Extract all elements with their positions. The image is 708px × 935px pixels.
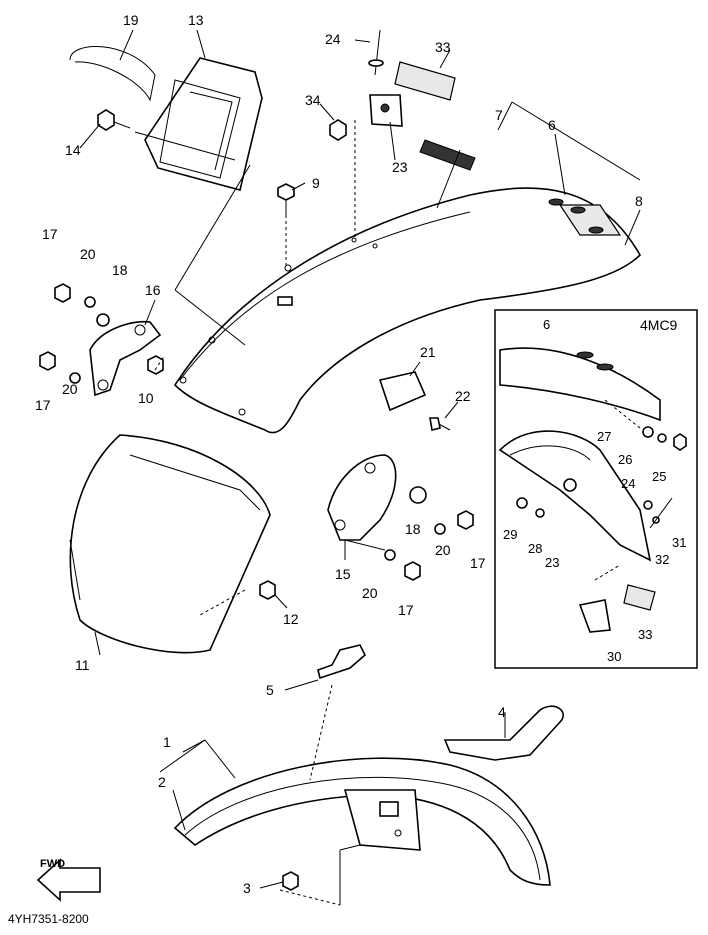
inset-callout-27: 27 bbox=[597, 429, 612, 444]
stay-4 bbox=[443, 705, 564, 761]
callout-9: 9 bbox=[312, 175, 320, 191]
inset-callout-31: 31 bbox=[672, 535, 687, 550]
callout-33: 33 bbox=[435, 39, 451, 55]
callout-23: 23 bbox=[392, 159, 408, 175]
inner-flap-11 bbox=[69, 434, 271, 654]
callout-17-d: 17 bbox=[398, 602, 414, 618]
callout-3: 3 bbox=[243, 880, 251, 896]
callout-8: 8 bbox=[635, 193, 643, 209]
callout-17-b: 17 bbox=[35, 397, 51, 413]
callout-20-d: 20 bbox=[362, 585, 378, 601]
callout-20-a: 20 bbox=[80, 246, 96, 262]
callout-15: 15 bbox=[335, 566, 351, 582]
callout-20-c: 20 bbox=[435, 542, 451, 558]
bracket-23 bbox=[369, 94, 403, 127]
callout-13: 13 bbox=[188, 12, 204, 28]
clamp-5 bbox=[317, 644, 366, 680]
inset-callout-26: 26 bbox=[618, 452, 633, 467]
bolt-22 bbox=[429, 417, 451, 431]
callout-24: 24 bbox=[325, 31, 341, 47]
inset-callout-23: 23 bbox=[545, 555, 560, 570]
bolt-9 bbox=[277, 183, 295, 215]
front-fender bbox=[173, 757, 551, 886]
nut-34 bbox=[329, 119, 347, 141]
callout-6: 6 bbox=[548, 117, 556, 133]
callout-18-a: 18 bbox=[112, 262, 128, 278]
inset-callout-33: 33 bbox=[638, 627, 653, 642]
inset-callout-25: 25 bbox=[652, 469, 667, 484]
inset-4mc9 bbox=[494, 309, 698, 669]
bracket-21 bbox=[378, 371, 427, 412]
fwd-label: FWD bbox=[40, 858, 66, 870]
rivet-24 bbox=[368, 29, 384, 76]
callout-22: 22 bbox=[455, 388, 471, 404]
tail-lamp-housing bbox=[144, 57, 263, 191]
callout-2: 2 bbox=[158, 774, 166, 790]
callout-16: 16 bbox=[145, 282, 161, 298]
fwd-arrow-icon bbox=[36, 858, 101, 902]
callout-11: 11 bbox=[75, 657, 90, 673]
callout-34: 34 bbox=[305, 92, 321, 108]
callout-12: 12 bbox=[283, 611, 299, 627]
inset-callout-6: 6 bbox=[543, 317, 551, 332]
inset-callout-24: 24 bbox=[621, 476, 636, 491]
callout-20-b: 20 bbox=[62, 381, 78, 397]
callout-21: 21 bbox=[420, 344, 436, 360]
bolt-12 bbox=[259, 580, 276, 600]
bracket-16 bbox=[89, 320, 162, 397]
callout-18-b: 18 bbox=[405, 521, 421, 537]
emblem bbox=[419, 139, 476, 171]
callout-17-a: 17 bbox=[42, 226, 58, 242]
callout-7: 7 bbox=[495, 107, 503, 123]
callout-5: 5 bbox=[266, 682, 274, 698]
callout-10: 10 bbox=[138, 390, 154, 406]
rubber-strip bbox=[69, 46, 156, 102]
reflector-33 bbox=[394, 61, 456, 101]
bracket-15 bbox=[327, 454, 397, 541]
inset-callout-32: 32 bbox=[655, 552, 670, 567]
leader-lines bbox=[79, 29, 641, 906]
rear-fender bbox=[173, 187, 641, 434]
inset-model-label: 4MC9 bbox=[640, 317, 678, 333]
callout-1: 1 bbox=[163, 734, 171, 750]
small-hardware bbox=[39, 283, 474, 581]
diagram-code: 4YH7351-8200 bbox=[8, 912, 89, 926]
inset-callout-30: 30 bbox=[607, 649, 622, 664]
inset-callout-28: 28 bbox=[528, 541, 543, 556]
inset-callout-29: 29 bbox=[503, 527, 518, 542]
callout-17-c: 17 bbox=[470, 555, 486, 571]
bolt-14 bbox=[97, 109, 131, 131]
callout-4: 4 bbox=[498, 704, 506, 720]
callout-14: 14 bbox=[65, 142, 81, 158]
callout-19: 19 bbox=[123, 12, 139, 28]
bolt-3 bbox=[282, 871, 299, 891]
